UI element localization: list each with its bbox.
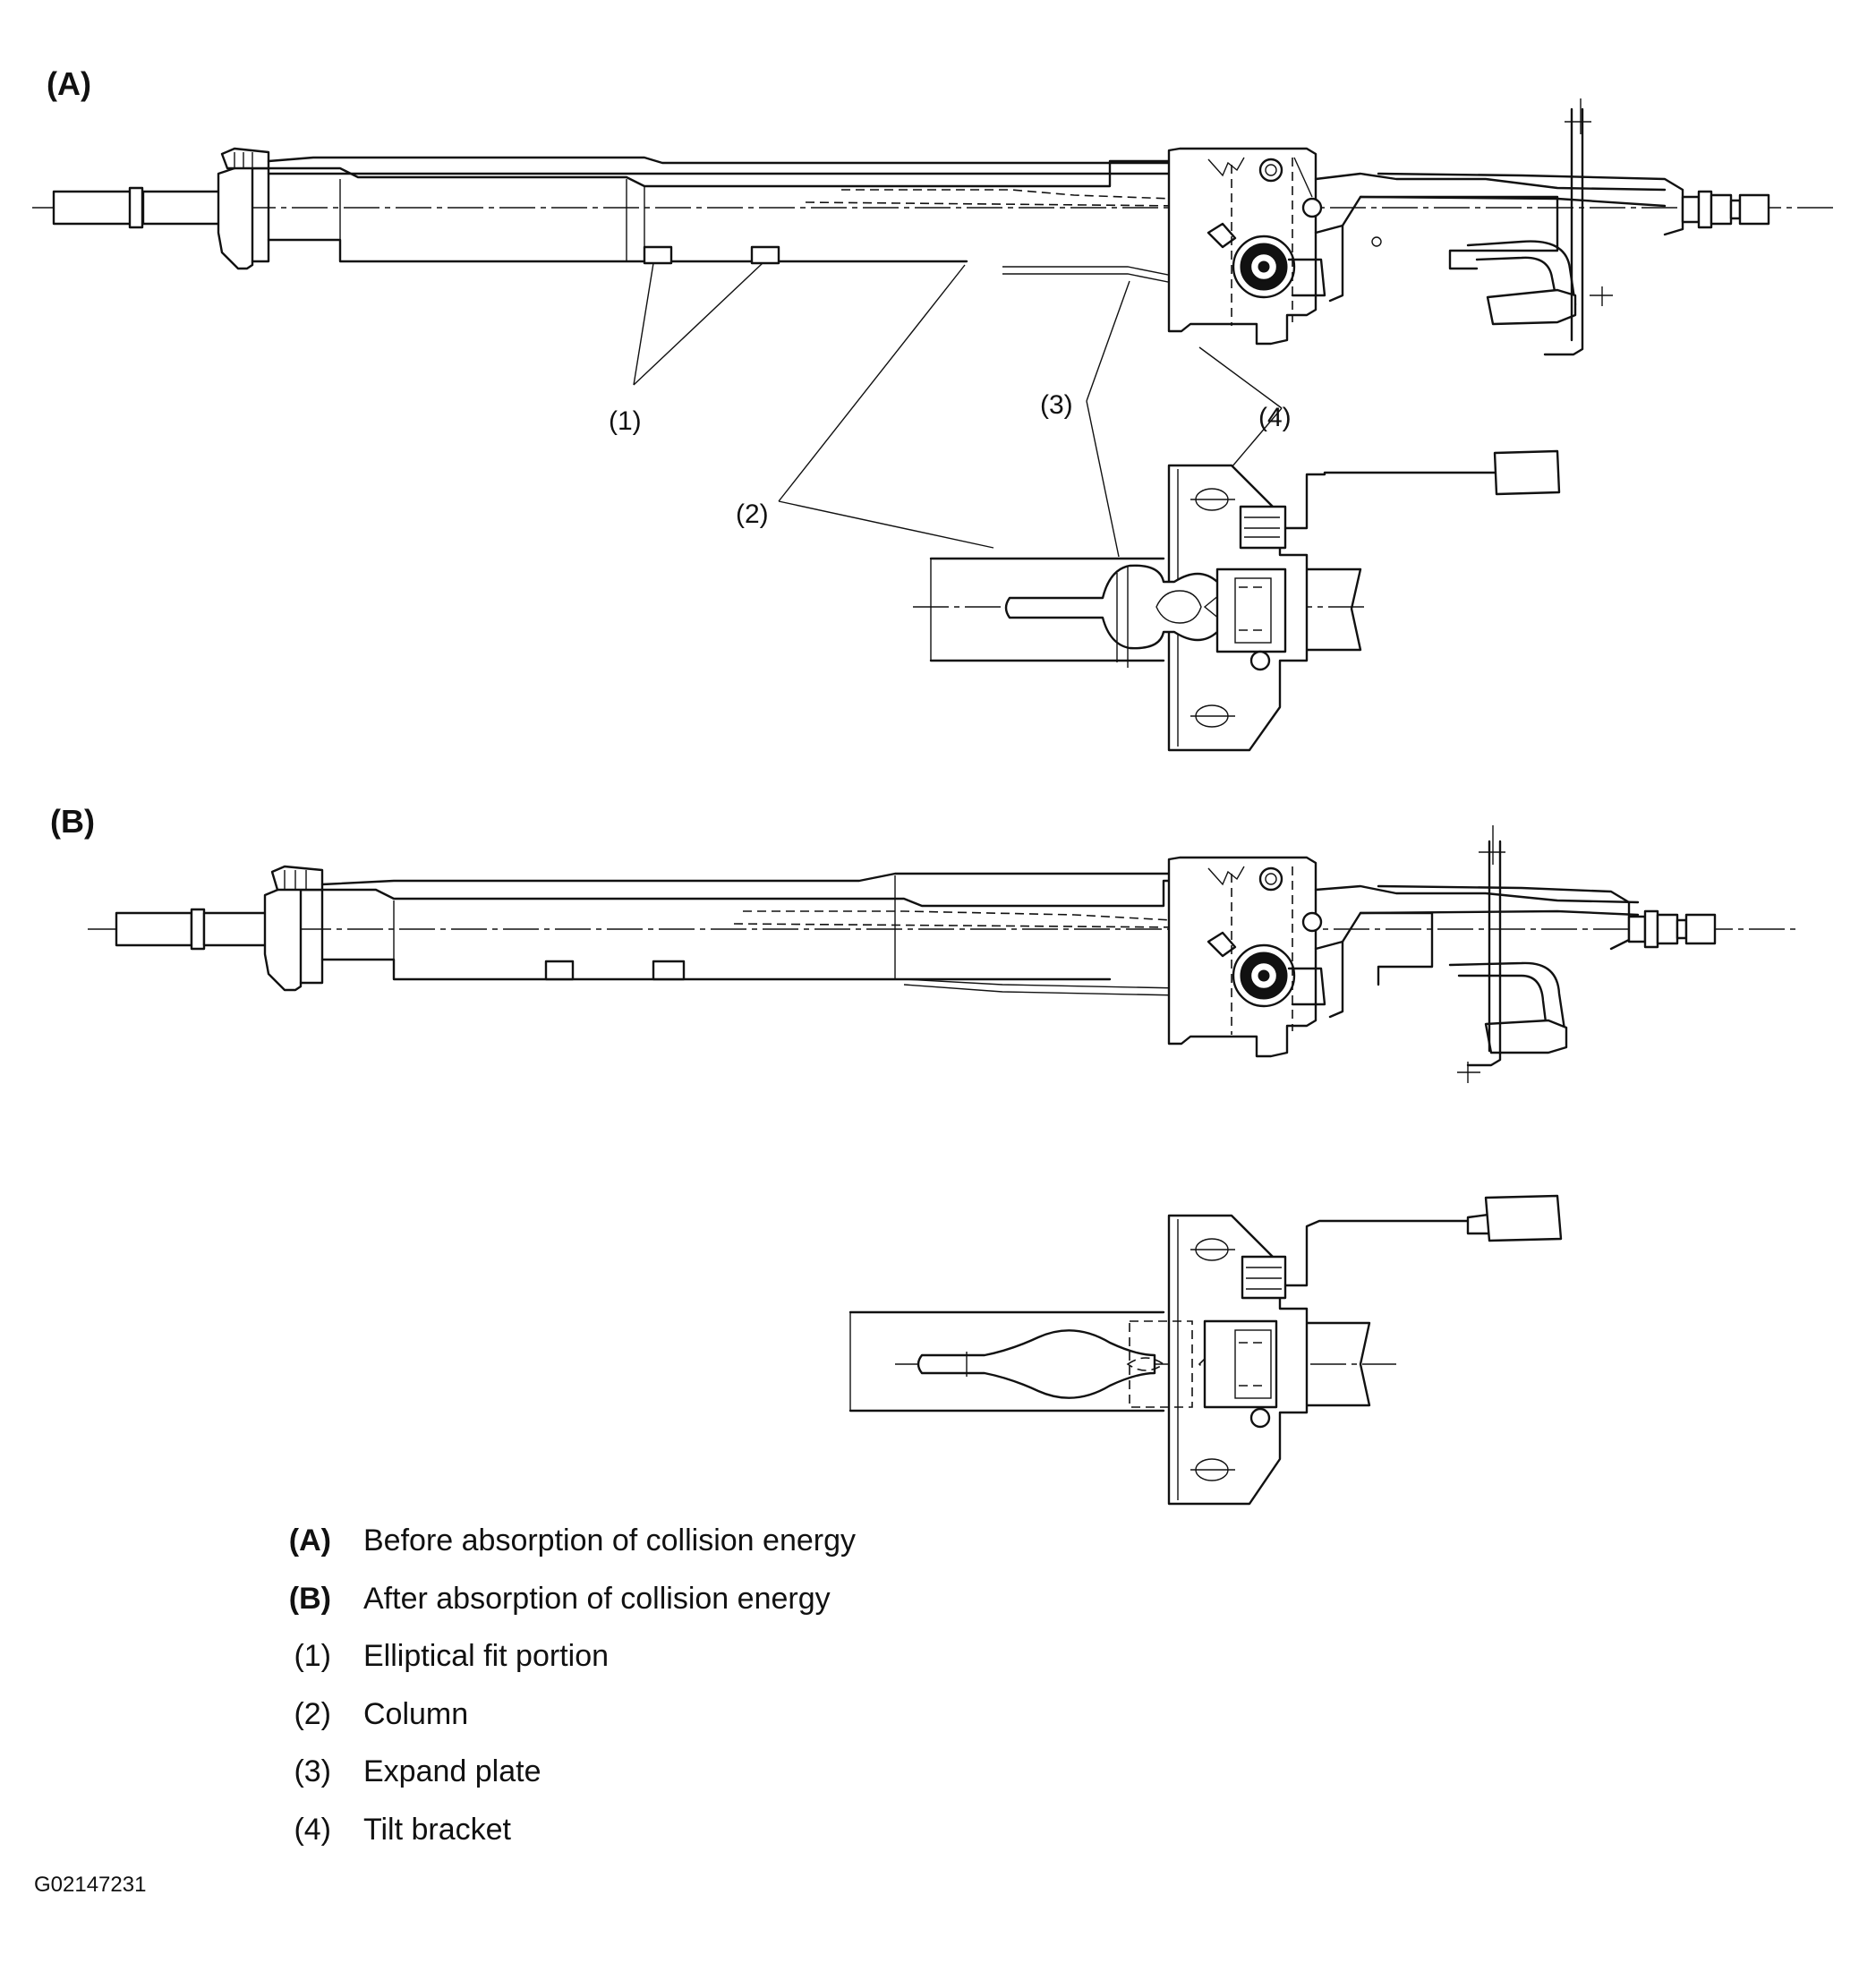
- legend-key: (1): [294, 1639, 331, 1673]
- legend: (A) Before absorption of collision energ…: [242, 1523, 856, 1870]
- callout-2-a: (2): [736, 499, 769, 529]
- figure-code: G02147231: [34, 1873, 147, 1897]
- section-b-label: (B): [50, 803, 95, 840]
- legend-item: (A) Before absorption of collision energ…: [242, 1523, 856, 1582]
- expand-plate-detail-before: [913, 449, 1561, 752]
- leader-lines-a: [633, 262, 1283, 558]
- expand-plate-detail-after: [848, 1194, 1563, 1506]
- legend-desc: Column: [363, 1696, 469, 1731]
- steering-column-after: [88, 825, 1799, 1083]
- callout-1-a: (1): [609, 406, 642, 436]
- legend-key: (2): [294, 1696, 331, 1731]
- legend-key: (A): [288, 1523, 331, 1558]
- legend-key: (B): [288, 1581, 331, 1616]
- legend-desc: Elliptical fit portion: [363, 1639, 610, 1673]
- callout-4-a: (4): [1258, 403, 1292, 432]
- legend-desc: Expand plate: [363, 1754, 541, 1788]
- legend-item: (2) Column: [242, 1697, 856, 1755]
- legend-item: (4) Tilt bracket: [242, 1813, 856, 1871]
- callout-3-a: (3): [1040, 390, 1073, 420]
- legend-item: (B) After absorption of collision energy: [242, 1582, 856, 1640]
- legend-desc: After absorption of collision energy: [363, 1581, 831, 1616]
- legend-item: (1) Elliptical fit portion: [242, 1639, 856, 1697]
- legend-key: (4): [294, 1812, 331, 1847]
- legend-item: (3) Expand plate: [242, 1754, 856, 1813]
- section-a-label: (A): [47, 65, 91, 102]
- legend-desc: Tilt bracket: [363, 1812, 512, 1847]
- legend-desc: Before absorption of collision energy: [363, 1523, 856, 1558]
- steering-column-before: [32, 98, 1835, 356]
- legend-key: (3): [294, 1754, 331, 1788]
